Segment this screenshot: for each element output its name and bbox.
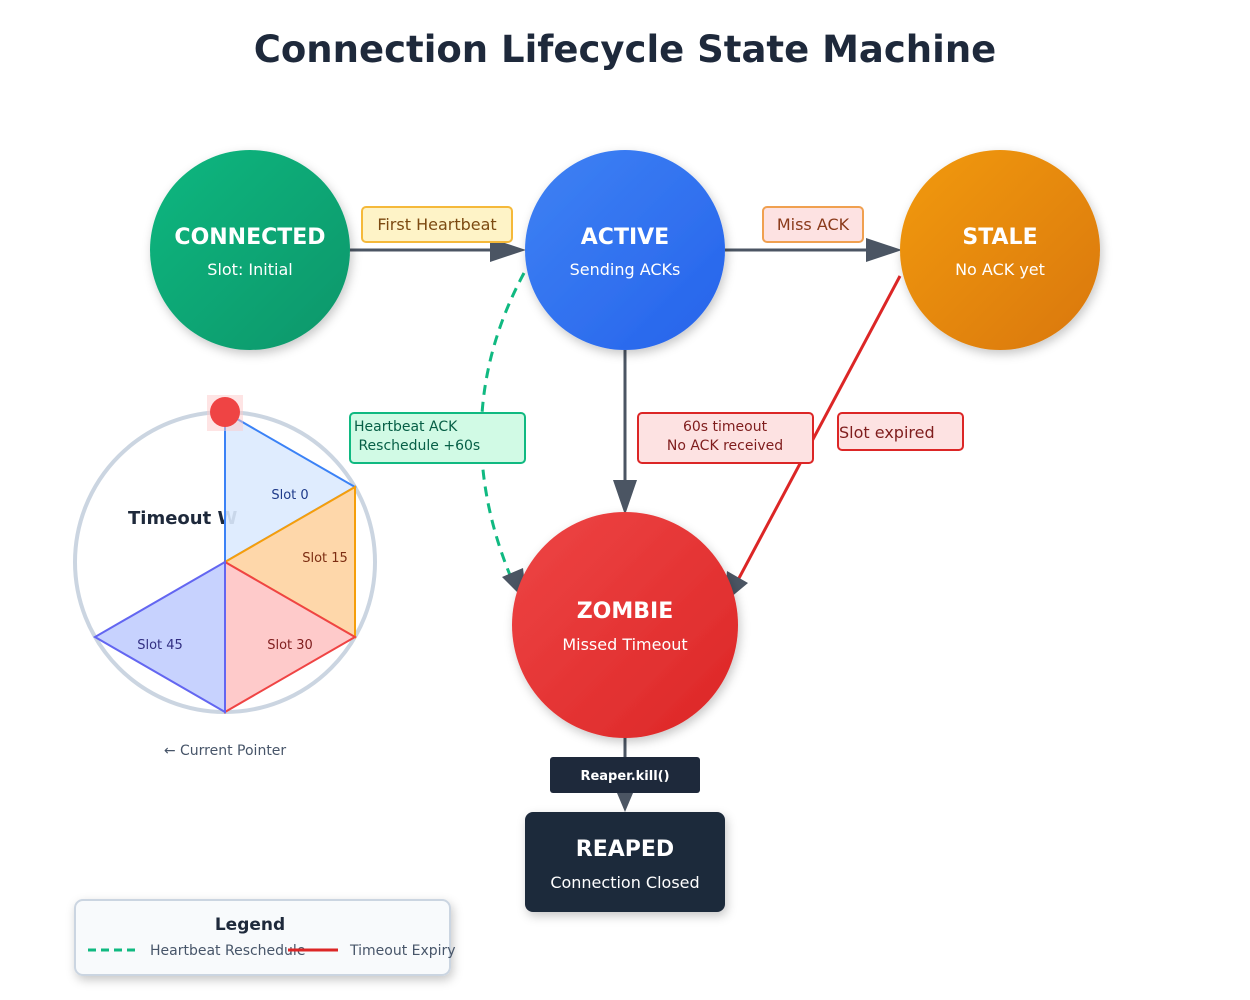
timeout-wheel: Timeout W Slot 0 Slot 15 Slot 30 Slot 45… bbox=[73, 395, 377, 759]
svg-text:CONNECTED: CONNECTED bbox=[174, 225, 325, 250]
svg-text:Missed Timeout: Missed Timeout bbox=[562, 635, 687, 654]
state-reaped[interactable]: REAPED Connection Closed bbox=[525, 812, 725, 912]
svg-text:ZOMBIE: ZOMBIE bbox=[577, 599, 674, 624]
legend: Legend Heartbeat Reschedule Timeout Expi… bbox=[74, 899, 456, 976]
label-miss-ack: Miss ACK bbox=[762, 206, 864, 243]
svg-text:Slot: Initial: Slot: Initial bbox=[207, 260, 292, 279]
state-stale[interactable]: STALE No ACK yet bbox=[900, 150, 1100, 350]
diagram-title: Connection Lifecycle State Machine bbox=[254, 28, 997, 71]
svg-text:Miss ACK: Miss ACK bbox=[777, 215, 850, 234]
svg-text:Heartbeat ACK: Heartbeat ACK bbox=[354, 419, 458, 435]
svg-text:No ACK received: No ACK received bbox=[667, 438, 783, 454]
label-reaper-kill: Reaper.kill() bbox=[550, 757, 700, 793]
svg-text:First Heartbeat: First Heartbeat bbox=[377, 215, 496, 234]
wheel-pointer-label: ← Current Pointer bbox=[164, 743, 287, 759]
svg-text:ACTIVE: ACTIVE bbox=[581, 225, 669, 250]
svg-text:Reaper.kill(): Reaper.kill() bbox=[580, 769, 669, 784]
legend-title: Legend bbox=[215, 915, 285, 935]
state-connected[interactable]: CONNECTED Slot: Initial bbox=[150, 150, 350, 350]
legend-heartbeat-label: Heartbeat Reschedule bbox=[150, 943, 305, 959]
svg-text:60s timeout: 60s timeout bbox=[683, 419, 768, 435]
wheel-slot-0-label: Slot 0 bbox=[271, 488, 308, 503]
wheel-slot-45 bbox=[92, 560, 226, 714]
label-first-heartbeat: First Heartbeat bbox=[361, 206, 513, 243]
svg-text:Reschedule +60s: Reschedule +60s bbox=[354, 438, 480, 454]
label-slot-expired: Slot expired bbox=[837, 412, 964, 451]
svg-text:Sending ACKs: Sending ACKs bbox=[570, 260, 681, 279]
wheel-slot-45-label: Slot 45 bbox=[137, 638, 183, 653]
state-active[interactable]: ACTIVE Sending ACKs bbox=[525, 150, 725, 350]
wheel-pointer-dot bbox=[210, 397, 240, 427]
edge-connected-to-active bbox=[350, 238, 526, 262]
wheel-slot-15-label: Slot 15 bbox=[302, 551, 348, 566]
label-heartbeat-ack: Heartbeat ACK Reschedule +60s bbox=[349, 412, 526, 464]
svg-text:STALE: STALE bbox=[962, 225, 1037, 250]
state-zombie[interactable]: ZOMBIE Missed Timeout bbox=[512, 512, 738, 738]
svg-text:Connection Closed: Connection Closed bbox=[550, 873, 699, 892]
svg-text:Slot expired: Slot expired bbox=[839, 423, 935, 442]
edge-active-to-stale bbox=[725, 238, 902, 262]
legend-timeout-label: Timeout Expiry bbox=[349, 943, 456, 959]
wheel-slot-30-label: Slot 30 bbox=[267, 638, 313, 653]
svg-text:REAPED: REAPED bbox=[576, 837, 674, 862]
wheel-title: Timeout W bbox=[128, 508, 237, 529]
svg-text:No ACK yet: No ACK yet bbox=[955, 260, 1045, 279]
edge-active-to-zombie bbox=[613, 350, 637, 515]
label-60s-timeout: 60s timeout No ACK received bbox=[637, 412, 814, 464]
